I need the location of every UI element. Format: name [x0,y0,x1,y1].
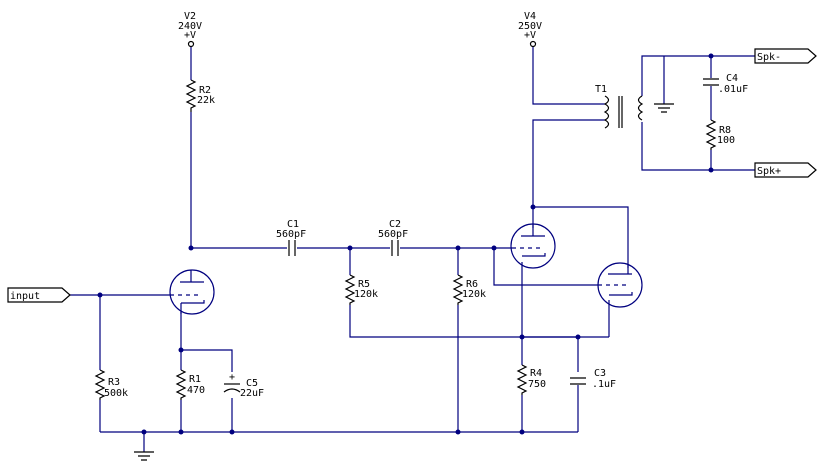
capacitor-c2: C2 560pF [378,219,408,256]
t1-id: T1 [595,84,607,95]
r1-value: 470 [187,385,205,396]
port-spk-plus-label: Spk+ [757,166,781,177]
resistor-r1: R1 470 [175,369,205,400]
port-spk-plus: Spk+ [754,162,817,178]
resistor-r6: R6 120k [452,274,486,305]
c5-id: C5 [246,378,258,389]
supply-v2: V2 240V +V [178,11,202,48]
r1-id: R1 [189,374,201,385]
ground-transformer [654,103,674,113]
capacitor-c1: C1 560pF [276,219,306,256]
port-spk-minus: Spk- [754,48,817,64]
wires [70,47,755,452]
port-input-label: input [10,291,40,302]
supply-v4-id: V4 [524,11,536,22]
tube-v3b [597,262,643,308]
supply-v2-id: V2 [184,11,196,22]
supply-v2-label: +V [184,30,196,41]
r2-value: 22k [197,95,215,106]
port-spk-minus-label: Spk- [757,52,781,63]
r5-id: R5 [358,279,370,290]
capacitor-c5: + C5 22uF [223,372,264,399]
r6-id: R6 [466,279,478,290]
c4-value: .01uF [718,84,748,95]
c4-id: C4 [726,73,738,84]
resistor-r4: R4 750 [516,364,546,395]
r4-id: R4 [530,368,542,379]
supply-v4-label: +V [524,30,536,41]
resistor-r8: R8 100 [705,119,735,150]
r2-id: R2 [199,85,211,96]
r8-value: 100 [717,135,735,146]
port-input: input [7,287,71,303]
c5-value: 22uF [240,388,264,399]
supply-v2-value: 240V [178,21,202,32]
r3-id: R3 [108,377,120,388]
r5-value: 120k [354,289,378,300]
resistor-r5: R5 120k [344,274,378,305]
transformer-t1: T1 [595,84,644,129]
c1-id: C1 [287,219,299,230]
tube-v3a [510,223,556,269]
c3-id: C3 [594,368,606,379]
c2-value: 560pF [378,229,408,240]
c1-value: 560pF [276,229,306,240]
junctions [97,53,714,435]
supply-v4-value: 250V [518,21,542,32]
tube-v1 [169,269,215,315]
r3-value: 500k [104,388,128,399]
resistor-r3: R3 500k [94,369,128,400]
capacitor-c3: C3 .1uF [570,368,616,390]
r4-value: 750 [528,379,546,390]
r8-id: R8 [719,125,731,136]
c5-polarity-mark: + [229,372,235,383]
c3-value: .1uF [592,379,616,390]
supply-v4: V4 250V +V [518,11,542,48]
ground-main [134,451,154,461]
c2-id: C2 [389,219,401,230]
capacitor-c4: C4 .01uF [703,73,748,95]
r6-value: 120k [462,289,486,300]
resistor-r2: R2 22k [185,79,215,112]
